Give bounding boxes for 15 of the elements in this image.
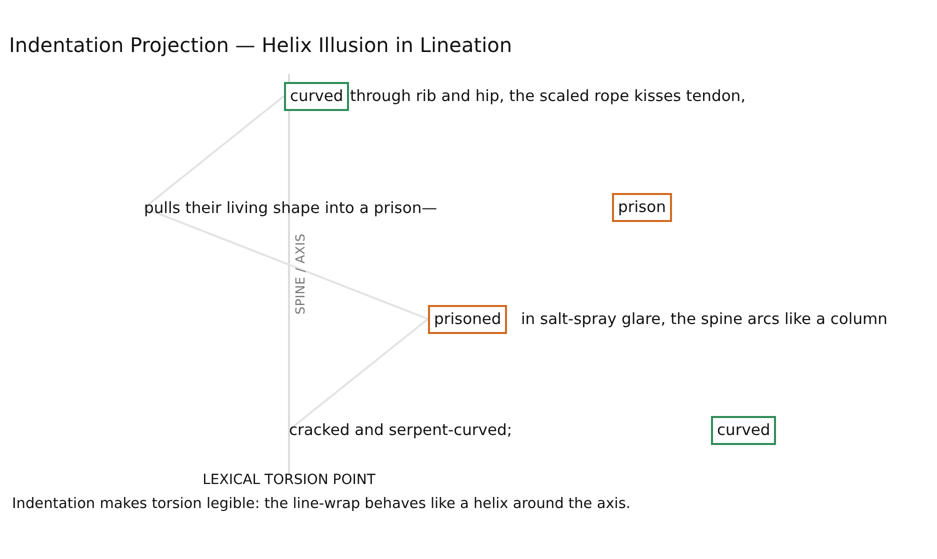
word-box: curved [711, 416, 776, 444]
connector-line [144, 207, 428, 320]
diagram-title: Indentation Projection — Helix Illusion in Lineation [9, 33, 512, 57]
connector-line [143, 95, 285, 209]
verse-line: in salt-spray glare, the spine arcs like a column [521, 309, 888, 330]
connector-line [288, 318, 429, 431]
caption: Indentation makes torsion legible: the line-wrap behaves like a helix around the axis. [12, 496, 630, 512]
word-box: prison [612, 192, 672, 222]
verse-line: cracked and serpent-curved; [289, 419, 512, 441]
axis-label: SPINE / AXIS [292, 234, 308, 314]
word-box: curved [284, 82, 350, 110]
word-box: prisoned [428, 304, 508, 334]
verse-line: through rib and hip, the scaled rope kisses tendon, [350, 86, 746, 107]
verse-line: pulls their living shape into a prison— [144, 197, 438, 219]
point-label: LEXICAL TORSION POINT [202, 472, 376, 488]
